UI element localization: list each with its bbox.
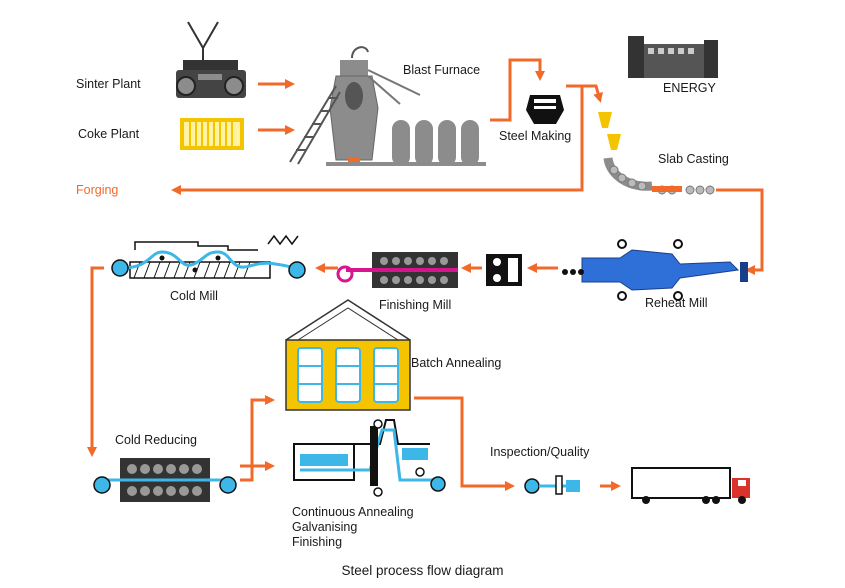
forging-label: Forging — [76, 183, 119, 197]
galvanising-label: Galvanising — [292, 520, 358, 534]
arrow-furnace-to-steelmaking — [490, 58, 545, 122]
arrow-coldmill-to-coldreducing — [87, 266, 104, 457]
arrow-casting-to-reheat — [716, 188, 764, 275]
reheat-mill-icon — [562, 239, 748, 301]
sinter-plant-label: Sinter Plant — [76, 77, 141, 91]
truck-icon — [631, 467, 750, 504]
steel-making-icon — [526, 95, 564, 124]
cold-reducing-icon — [93, 458, 237, 502]
cold-mill-icon — [111, 234, 306, 279]
slab-casting-label: Slab Casting — [658, 152, 729, 166]
continuous-annealing-icon — [293, 419, 446, 497]
energy-label: ENERGY — [663, 81, 716, 95]
energy-icon — [628, 36, 718, 78]
arrow-coldreducing-to-batch — [240, 395, 275, 482]
reheat-mill-label: Reheat Mill — [645, 296, 708, 310]
blast-furnace-label: Blast Furnace — [403, 63, 481, 77]
batch-annealing-label: Batch Annealing — [411, 356, 502, 370]
coke-plant-label: Coke Plant — [78, 127, 140, 141]
blast-furnace-icon — [289, 46, 486, 166]
slab-casting-icon — [598, 112, 715, 195]
arrow-to-forging — [171, 86, 584, 195]
batch-annealing-icon — [285, 299, 411, 411]
steel-making-label: Steel Making — [499, 129, 572, 143]
inspection-icon — [524, 475, 580, 495]
roughing-stand-icon — [486, 254, 522, 286]
inspection-quality-label: Inspection/Quality — [490, 445, 590, 459]
coke-plant-icon — [180, 118, 244, 150]
cold-mill-label: Cold Mill — [170, 289, 218, 303]
arrow-steelmaking-to-casting — [566, 84, 603, 103]
finishing-mill-icon — [336, 252, 458, 288]
finishing-label: Finishing — [292, 535, 343, 549]
cold-reducing-label: Cold Reducing — [115, 433, 197, 447]
continuous-annealing-label: Continuous Annealing — [292, 505, 414, 519]
diagram-caption: Steel process flow diagram — [341, 563, 504, 578]
sinter-plant-icon — [176, 21, 246, 98]
arrow-batch-to-inspection — [414, 396, 515, 491]
finishing-mill-label: Finishing Mill — [379, 298, 452, 312]
